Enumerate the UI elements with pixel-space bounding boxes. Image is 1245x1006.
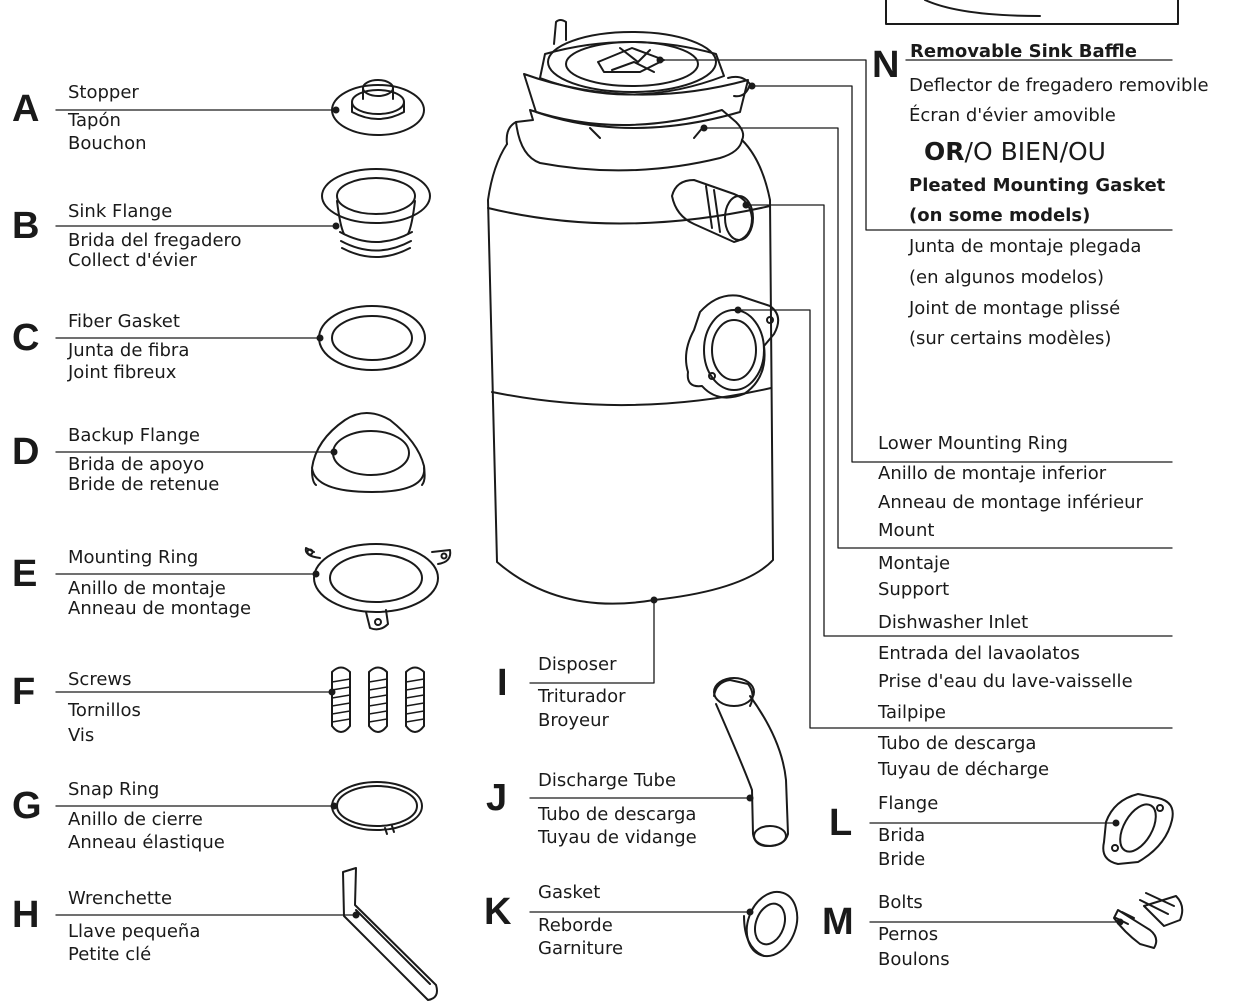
mounting-ring-label-fr: Anneau de montage [68,598,252,619]
mounting-ring-label-es: Anillo de montaje [68,578,226,599]
discharge-tube-label-fr: Tuyau de vidange [538,827,697,848]
part-letter-i: I [497,662,508,704]
fiber-gasket-label-es: Junta de fibra [68,340,190,361]
fiber-gasket-label-fr: Joint fibreux [68,362,177,383]
pleated-gasket-label-es: Junta de montaje plegada [909,236,1142,257]
mount-label-es: Montaje [878,553,951,574]
snap-ring-label-fr: Anneau élastique [68,832,225,853]
sink-baffle-label-es: Deflector de fregadero removible [909,75,1209,96]
bolts-label-fr: Boulons [878,949,950,970]
dishwasher-inlet-label-fr: Prise d'eau du lave-vaisselle [878,671,1133,692]
tailpipe-label-es: Tubo de descarga [878,733,1037,754]
flange-label-en: Flange [878,793,939,814]
or-separator-en: OR [924,137,965,166]
pleated-gasket-note-fr: (sur certains modèles) [909,328,1112,349]
sink-baffle-label-en: Removable Sink Baffle [910,41,1137,62]
part-letter-m: M [822,901,854,943]
wrenchette-label-en: Wrenchette [68,888,173,909]
dishwasher-inlet-label-en: Dishwasher Inlet [878,612,1029,633]
part-letter-a: A [12,88,40,130]
bolts-label-en: Bolts [878,892,923,913]
part-letter-l: L [829,802,853,844]
sink-flange-label-en: Sink Flange [68,201,173,222]
or-separator: OR/O BIEN/OU [924,137,1106,167]
flange-illustration [1102,793,1174,865]
part-letter-f: F [12,671,36,713]
part-letter-n: N [872,44,900,86]
backup-flange-label-es: Brida de apoyo [68,454,205,475]
snap-ring-label-en: Snap Ring [68,779,160,800]
gasket-label-fr: Garniture [538,938,624,959]
tailpipe-label-fr: Tuyau de décharge [878,759,1050,780]
part-letter-k: K [484,891,512,933]
part-letter-g: G [12,785,42,827]
discharge-tube-label-en: Discharge Tube [538,770,677,791]
backup-flange-label-fr: Bride de retenue [68,474,220,495]
lower-mounting-ring-label-fr: Anneau de montage inférieur [878,492,1143,513]
bolts-label-es: Pernos [878,924,939,945]
flange-label-es: Brida [878,825,926,846]
inset-box [885,0,1179,25]
sink-baffle-label-fr: Écran d'évier amovible [909,105,1116,126]
part-letter-d: D [12,431,40,473]
wrenchette-label-es: Llave pequeña [68,921,201,942]
sink-flange-label-es: Brida del fregadero [68,230,242,251]
snap-ring-label-es: Anillo de cierre [68,809,203,830]
wrenchette-label-fr: Petite clé [68,944,152,965]
stopper-label-en: Stopper [68,82,139,103]
mount-label-en: Mount [878,520,935,541]
disposer-illustration [487,19,780,605]
mounting-ring-illustration [304,543,452,631]
discharge-tube-label-es: Tubo de descarga [538,804,697,825]
gasket-label-en: Gasket [538,882,601,903]
leader-lines [55,59,1173,923]
lower-mounting-ring-label-en: Lower Mounting Ring [878,433,1068,454]
part-letter-j: J [486,777,508,819]
sink-flange-illustration [321,168,431,258]
flange-label-fr: Bride [878,849,926,870]
sink-flange-label-fr: Collect d'évier [68,250,197,271]
part-letter-b: B [12,205,40,247]
discharge-tube-illustration [713,677,789,847]
backup-flange-label-en: Backup Flange [68,425,200,446]
pleated-gasket-note-en: (on some models) [909,205,1091,226]
dishwasher-inlet-label-es: Entrada del lavaolatos [878,643,1080,664]
tailpipe-label-en: Tailpipe [878,702,946,723]
or-separator-es-fr: /O BIEN/OU [964,137,1106,166]
part-letter-e: E [12,553,38,595]
mount-label-fr: Support [878,579,950,600]
screws-label-en: Screws [68,669,132,690]
pleated-gasket-label-en: Pleated Mounting Gasket [909,175,1166,196]
part-letter-h: H [12,894,40,936]
part-letter-c: C [12,317,40,359]
stopper-illustration [331,79,425,136]
lower-mounting-ring-label-es: Anillo de montaje inferior [878,463,1107,484]
fiber-gasket-illustration [318,305,426,371]
gasket-label-es: Reborde [538,915,613,936]
screws-label-es: Tornillos [68,700,141,721]
fiber-gasket-label-en: Fiber Gasket [68,311,180,332]
disposer-label-es: Triturador [538,686,626,707]
screws-illustration [331,666,425,733]
stopper-label-fr: Bouchon [68,133,147,154]
gasket-illustration [743,890,799,958]
wrenchette-illustration [342,867,438,1001]
pleated-gasket-note-es: (en algunos modelos) [909,267,1105,288]
leader-dots [312,56,1124,926]
disposer-label-en: Disposer [538,654,617,675]
screws-label-fr: Vis [68,725,95,746]
mounting-ring-label-en: Mounting Ring [68,547,199,568]
pleated-gasket-label-fr: Joint de montage plissé [909,298,1121,319]
disposer-label-fr: Broyeur [538,710,609,731]
snap-ring-illustration [331,781,423,835]
bolts-illustration [1113,892,1184,949]
stopper-label-es: Tapón [68,110,121,131]
